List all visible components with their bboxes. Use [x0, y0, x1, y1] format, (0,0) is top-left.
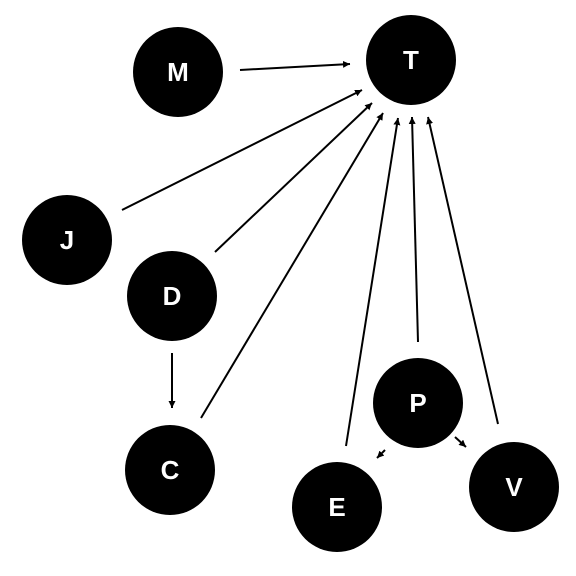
node-p: P: [373, 358, 463, 448]
node-d: D: [127, 251, 217, 341]
node-circle-m: [133, 27, 223, 117]
edge-e-to-t: [345, 117, 401, 447]
edge-j-to-t: [121, 89, 363, 211]
node-circle-v: [469, 442, 559, 532]
edge-d-to-t: [214, 102, 373, 253]
node-c: C: [125, 425, 215, 515]
edge-p-to-t: [408, 116, 419, 343]
node-circle-p: [373, 358, 463, 448]
edge-c-to-t: [200, 112, 384, 419]
node-m: M: [133, 27, 223, 117]
node-j: J: [22, 195, 112, 285]
node-t: T: [366, 15, 456, 105]
node-label-e: E: [328, 492, 345, 522]
node-circle-t: [366, 15, 456, 105]
node-label-m: M: [167, 57, 189, 87]
node-circle-d: [127, 251, 217, 341]
node-circle-j: [22, 195, 112, 285]
node-label-p: P: [409, 388, 426, 418]
edge-p-to-v: [454, 436, 467, 448]
node-v: V: [469, 442, 559, 532]
node-e: E: [292, 462, 382, 552]
node-circle-c: [125, 425, 215, 515]
node-label-v: V: [505, 472, 523, 502]
node-label-d: D: [163, 281, 182, 311]
node-label-t: T: [403, 45, 419, 75]
edge-v-to-t: [426, 116, 499, 425]
node-circle-e: [292, 462, 382, 552]
nodes-layer: M T J D C P E V: [22, 15, 559, 552]
edges-layer: [121, 60, 499, 459]
edge-p-to-e: [376, 449, 386, 459]
node-label-j: J: [60, 225, 74, 255]
edge-m-to-t: [239, 60, 351, 71]
node-label-c: C: [161, 455, 180, 485]
